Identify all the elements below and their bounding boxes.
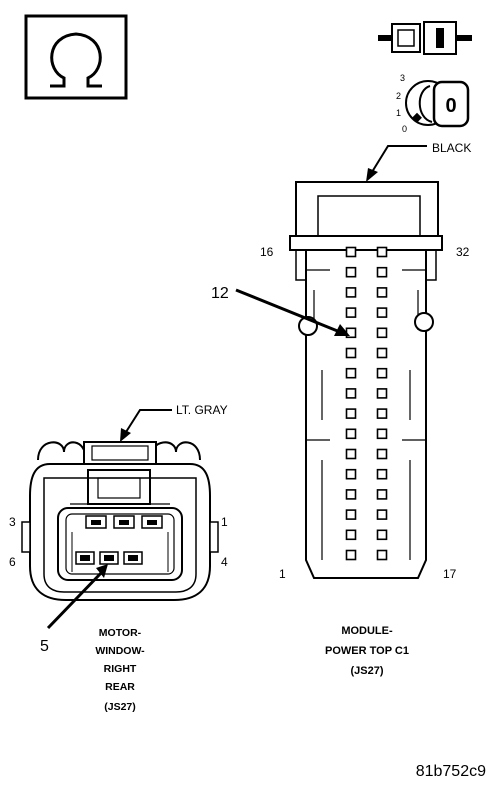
module-color-label: BLACK xyxy=(432,141,471,155)
pin-cavity xyxy=(345,549,357,561)
pin-number-1: 1 xyxy=(221,515,228,529)
motor-pin-cavities xyxy=(71,515,169,572)
pin-cavity xyxy=(376,549,388,561)
callout-pin-5: 5 xyxy=(40,638,49,655)
key-position-3: 3 xyxy=(400,73,405,83)
figure-id: 81b752c9 xyxy=(416,763,486,780)
pin-number-32: 32 xyxy=(456,245,470,259)
pin-cavity xyxy=(345,448,357,460)
pin-cavity xyxy=(345,266,357,278)
ohmmeter-icon xyxy=(24,14,128,100)
motor-window-connector xyxy=(21,441,219,601)
pin-cavity xyxy=(345,489,357,500)
svg-text:(JS27): (JS27) xyxy=(350,665,383,677)
callout-arrow-5 xyxy=(46,570,104,630)
pin-cavity xyxy=(376,347,388,359)
pin-cavity xyxy=(345,307,357,318)
pin-number-16: 16 xyxy=(260,245,274,259)
pin-cavity xyxy=(345,287,357,298)
pin-cavity xyxy=(376,468,388,480)
connector-terminal-icon xyxy=(378,21,472,55)
pin-number-6: 6 xyxy=(9,555,16,569)
pin-cavity xyxy=(376,388,388,399)
pin-cavity xyxy=(345,468,357,480)
key-label: 0 xyxy=(445,95,456,117)
motor-color-leader xyxy=(125,409,172,433)
motor-connector-name: MOTOR- WINDOW- RIGHT REAR (JS27) xyxy=(95,627,145,713)
pin-cavity xyxy=(376,489,388,500)
pin-cavity xyxy=(345,428,357,440)
pin-cavity xyxy=(376,408,388,419)
pin-cavity xyxy=(376,529,388,541)
pin-cavity xyxy=(376,509,388,520)
pin-cavity xyxy=(376,428,388,440)
pin-number-17: 17 xyxy=(443,567,457,581)
pin-cavity xyxy=(345,367,357,379)
svg-text:RIGHT: RIGHT xyxy=(104,663,137,675)
pin-cavity xyxy=(376,266,388,278)
module-color-leader xyxy=(371,145,427,173)
module-connector-name: MODULE- POWER TOP C1 (JS27) xyxy=(325,625,409,677)
pin-cavity xyxy=(376,246,388,258)
pin-cavity xyxy=(376,367,388,379)
ignition-key-icon: 3 2 1 0 0 xyxy=(396,73,470,134)
motor-color-label: LT. GRAY xyxy=(176,403,228,417)
pin-cavity xyxy=(345,388,357,399)
svg-text:MODULE-: MODULE- xyxy=(341,625,393,637)
pin-cavity xyxy=(345,408,357,419)
key-position-1: 1 xyxy=(396,108,401,118)
pin-number-3: 3 xyxy=(9,515,16,529)
module-pin-cavities xyxy=(345,246,388,561)
pin-cavity xyxy=(345,347,357,359)
svg-text:WINDOW-: WINDOW- xyxy=(95,645,145,657)
pin-cavity xyxy=(345,529,357,541)
svg-text:MOTOR-: MOTOR- xyxy=(99,627,142,639)
callout-pin-12: 12 xyxy=(211,285,229,302)
pin-number-1: 1 xyxy=(279,567,286,581)
svg-text:POWER TOP C1: POWER TOP C1 xyxy=(325,645,409,657)
key-position-0: 0 xyxy=(402,124,407,134)
key-position-2: 2 xyxy=(396,91,401,101)
pin-cavity xyxy=(345,509,357,520)
svg-text:REAR: REAR xyxy=(105,681,135,693)
pin-cavity xyxy=(345,246,357,258)
callout-arrow-12 xyxy=(235,288,341,334)
pin-cavity xyxy=(376,327,388,339)
pin-cavity xyxy=(376,287,388,298)
pin-cavity xyxy=(376,448,388,460)
svg-text:(JS27): (JS27) xyxy=(104,701,136,713)
module-power-top-connector xyxy=(289,181,443,579)
pin-cavity xyxy=(376,307,388,318)
pin-number-4: 4 xyxy=(221,555,228,569)
